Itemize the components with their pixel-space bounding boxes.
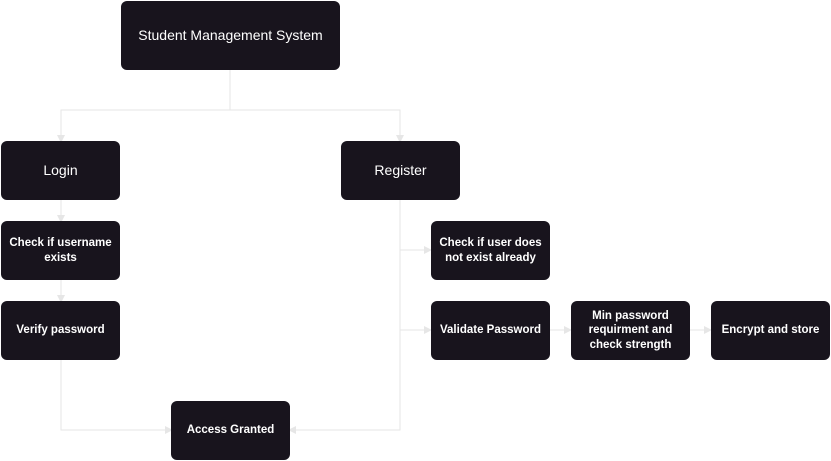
node-label: Validate Password [440,324,541,337]
node-label: Student Management System [138,26,323,43]
node-access-granted[interactable]: Access Granted [171,401,290,460]
node-label: Min password requirment and check streng… [588,309,673,351]
node-check-user-not-exist[interactable]: Check if user does not exist already [431,221,550,280]
node-min-password-requirement[interactable]: Min password requirment and check streng… [571,301,690,360]
edge-root-login [57,70,231,143]
edge-root-register [230,109,404,143]
node-label: Access Granted [186,424,275,437]
node-label: Login [43,161,78,178]
node-label: Check if user does not exist already [439,237,542,264]
node-label: Register [374,161,427,178]
node-register[interactable]: Register [341,141,460,200]
edge-register-access [288,200,401,434]
node-label: Check if username exists [9,237,112,264]
node-login[interactable]: Login [1,141,120,200]
node-label: Encrypt and store [721,324,820,337]
node-encrypt-and-store[interactable]: Encrypt and store [711,301,830,360]
node-label: Verify password [16,324,105,337]
edge-verify-access [60,360,173,434]
node-verify-password[interactable]: Verify password [1,301,120,360]
node-student-management-system[interactable]: Student Management System [121,1,340,70]
node-check-username[interactable]: Check if username exists [1,221,120,280]
node-validate-password[interactable]: Validate Password [431,301,550,360]
